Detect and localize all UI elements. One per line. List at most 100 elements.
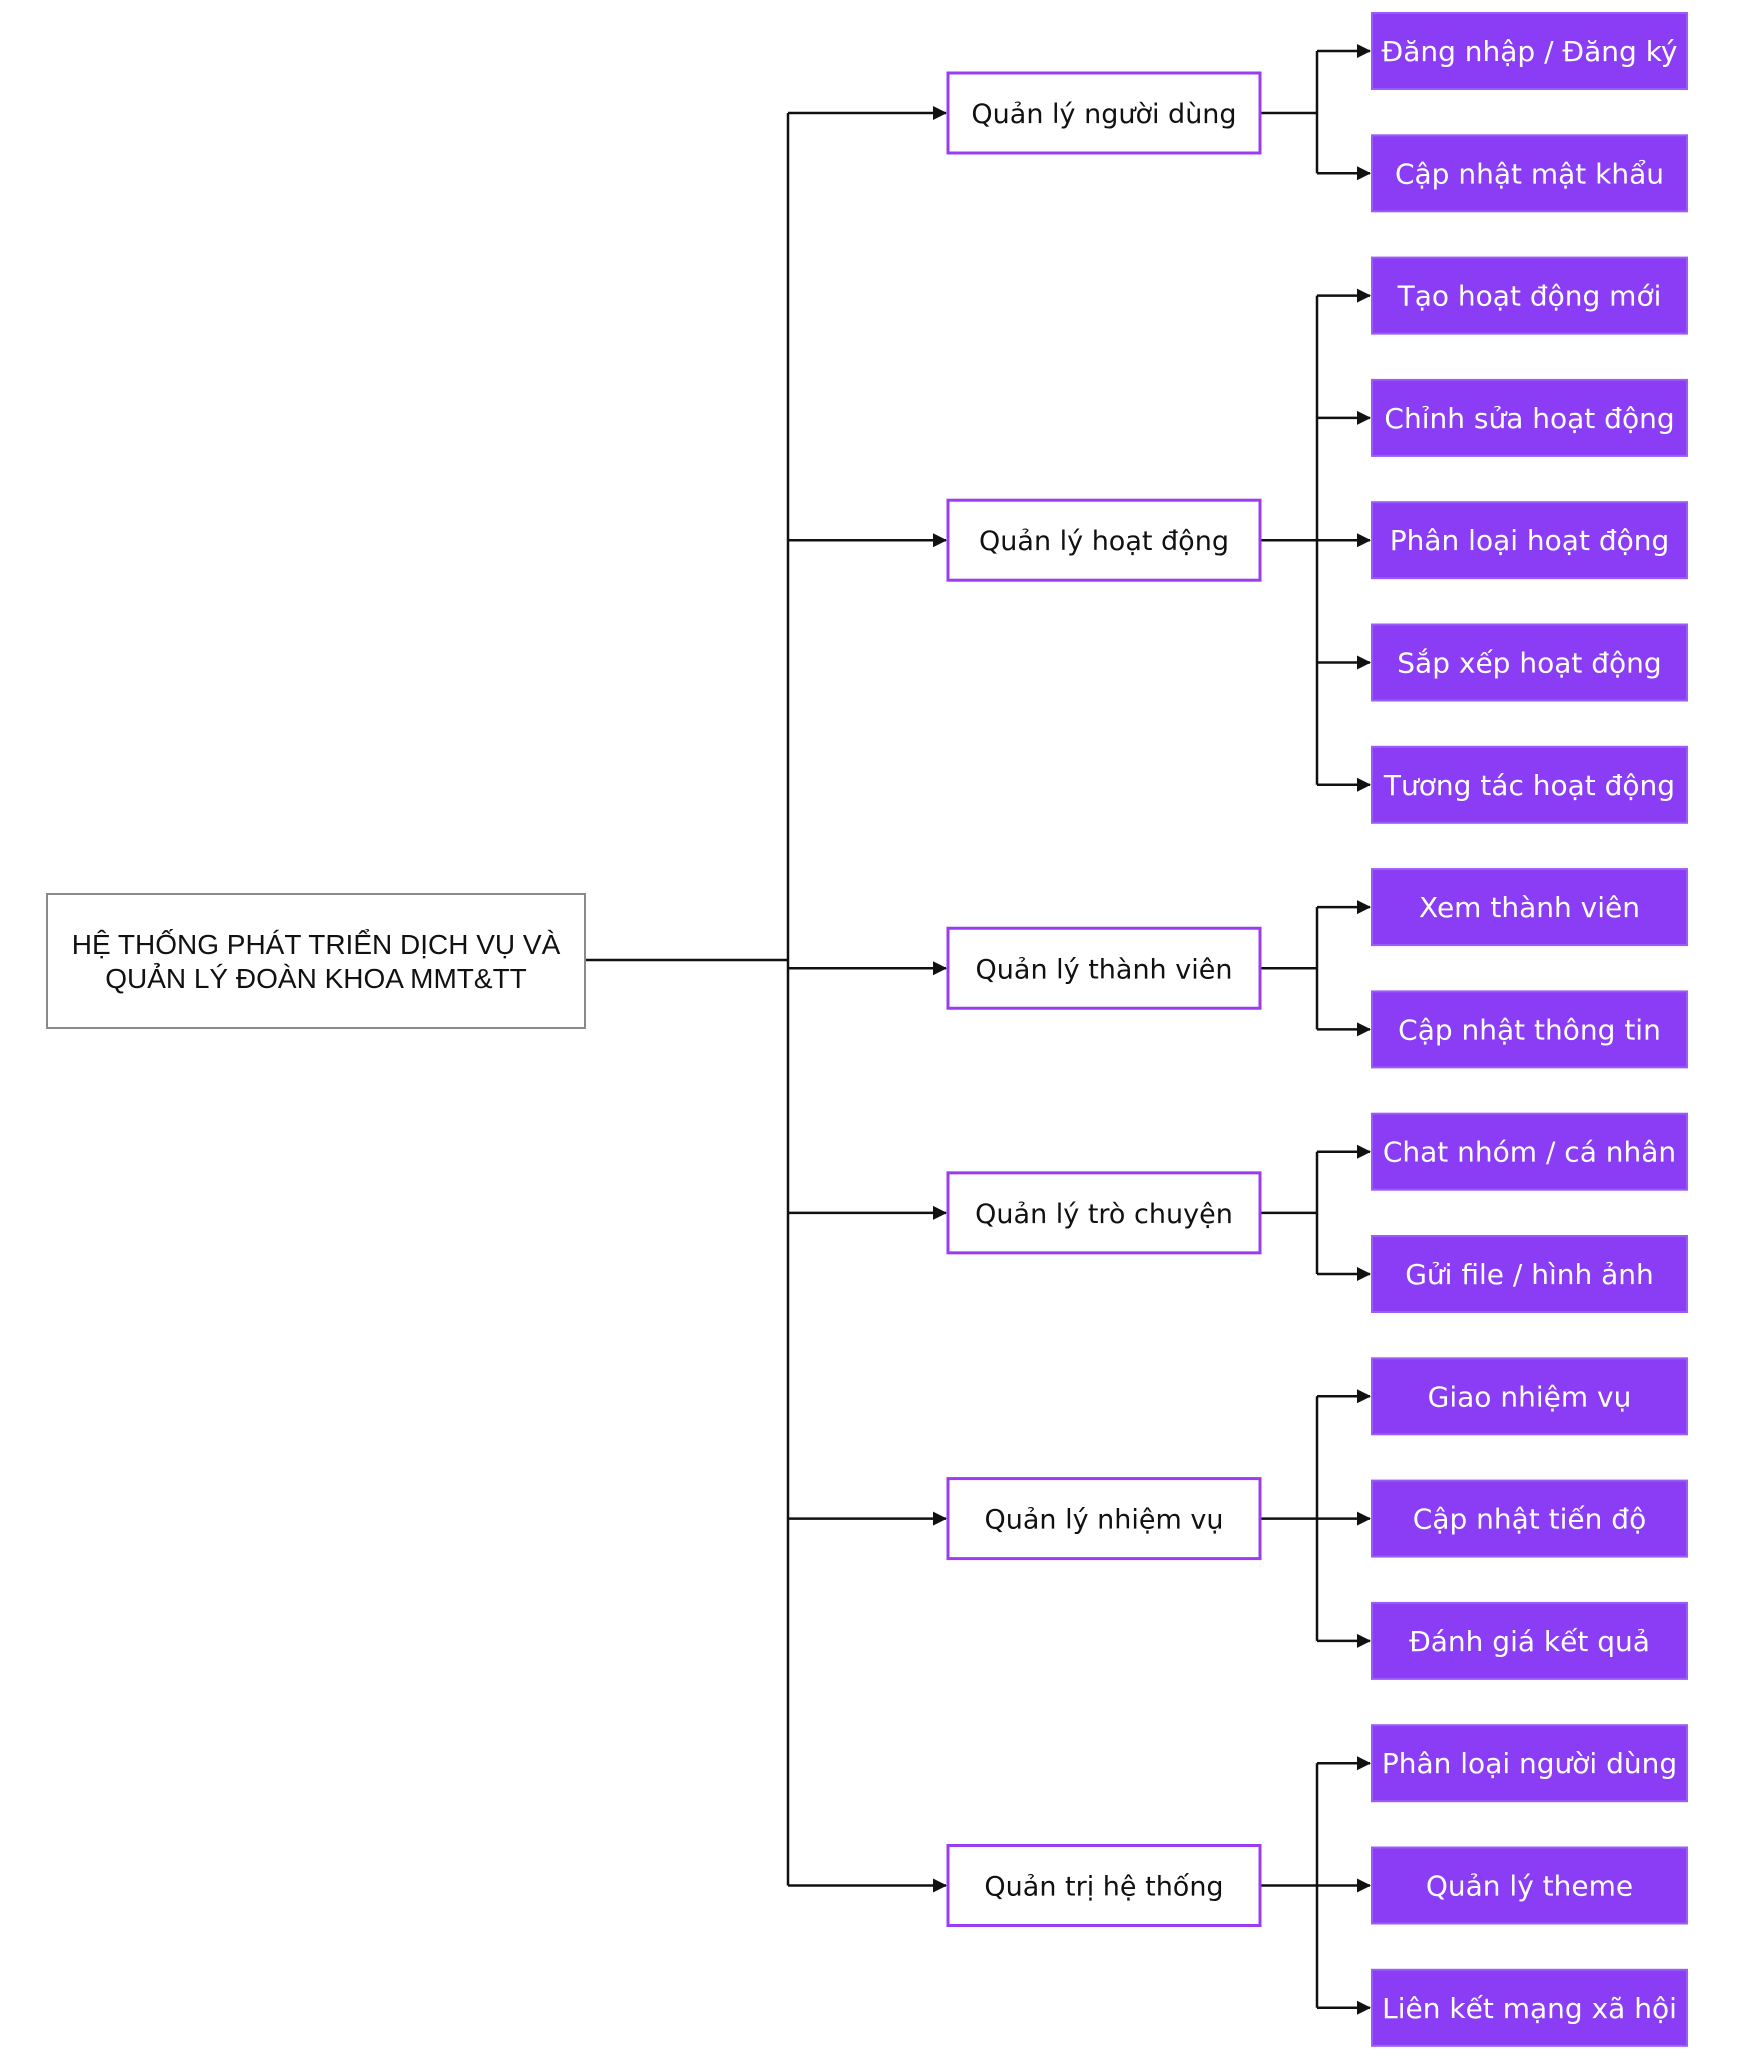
module-arrowhead bbox=[933, 1511, 947, 1526]
feature-node: Đăng nhập / Đăng ký bbox=[1371, 12, 1688, 90]
feature-node: Cập nhật mật khẩu bbox=[1371, 134, 1688, 213]
feature-arrowhead bbox=[1357, 288, 1371, 303]
feature-nodes: Đăng nhập / Đăng ký Cập nhật mật khẩuTạo … bbox=[1371, 12, 1688, 2047]
feature-box bbox=[1371, 1357, 1688, 1436]
module-box bbox=[946, 1477, 1262, 1561]
feature-node: Gửi file / hình ảnh bbox=[1371, 1235, 1688, 1313]
feature-box bbox=[1371, 745, 1688, 824]
module-node: Quản lý người dùng bbox=[946, 71, 1262, 155]
feature-label: Cập nhật thông tin bbox=[1398, 1013, 1661, 1046]
feature-arrowhead bbox=[1357, 1144, 1371, 1159]
module-arrowhead bbox=[933, 533, 947, 548]
module-arrowhead bbox=[933, 106, 947, 120]
feature-arrowhead bbox=[1357, 1878, 1371, 1893]
feature-label: Quản lý theme bbox=[1426, 1870, 1633, 1903]
module-box bbox=[946, 71, 1262, 155]
feature-arrowhead bbox=[1357, 533, 1371, 548]
feature-label: Sắp xếp hoạt động bbox=[1397, 647, 1661, 680]
feature-label: Chỉnh sửa hoạt động bbox=[1384, 402, 1674, 435]
feature-arrowhead bbox=[1357, 1511, 1371, 1526]
feature-label: Chat nhóm / cá nhân bbox=[1383, 1136, 1676, 1169]
feature-node: Liên kết mạng xã hội bbox=[1371, 1968, 1688, 2047]
module-label: Quản lý người dùng bbox=[971, 99, 1236, 130]
module-node: Quản lý thành viên bbox=[946, 926, 1262, 1010]
module-label: Quản trị hệ thống bbox=[984, 1872, 1223, 1903]
module-arrowhead bbox=[933, 1205, 947, 1220]
feature-box bbox=[1371, 990, 1688, 1069]
feature-arrowhead bbox=[1357, 1633, 1371, 1648]
module-label: Quản lý trò chuyện bbox=[975, 1199, 1233, 1230]
module-box bbox=[946, 1844, 1262, 1927]
feature-arrowhead bbox=[1357, 410, 1371, 425]
module-box bbox=[946, 926, 1262, 1010]
feature-node: Cập nhật thông tin bbox=[1371, 990, 1688, 1069]
module-arrowhead bbox=[933, 1878, 947, 1893]
feature-box bbox=[1371, 868, 1688, 947]
feature-label: Liên kết mạng xã hội bbox=[1382, 1992, 1677, 2025]
feature-box bbox=[1371, 1968, 1688, 2047]
feature-label: Đánh giá kết quả bbox=[1409, 1625, 1650, 1658]
feature-label: Tương tác hoạt động bbox=[1383, 769, 1675, 802]
feature-node: Phân loại hoạt động bbox=[1371, 501, 1688, 580]
feature-label: Xem thành viên bbox=[1419, 891, 1640, 924]
feature-node: Đánh giá kết quả bbox=[1371, 1601, 1688, 1680]
feature-box bbox=[1371, 623, 1688, 702]
module-box bbox=[946, 498, 1262, 582]
feature-box bbox=[1371, 378, 1688, 457]
feature-node: Chỉnh sửa hoạt động bbox=[1371, 378, 1688, 457]
feature-arrowhead bbox=[1357, 44, 1371, 58]
feature-node: Chat nhóm / cá nhân bbox=[1371, 1112, 1688, 1191]
feature-node: Cập nhật tiến độ bbox=[1371, 1479, 1688, 1558]
feature-arrowhead bbox=[1357, 2000, 1371, 2015]
feature-box bbox=[1371, 1479, 1688, 1558]
feature-label: Cập nhật tiến độ bbox=[1413, 1503, 1646, 1536]
feature-box bbox=[1371, 256, 1688, 335]
feature-label: Tạo hoạt động mới bbox=[1397, 280, 1662, 313]
feature-arrowhead bbox=[1357, 1389, 1371, 1404]
feature-box bbox=[1371, 1846, 1688, 1925]
feature-box bbox=[1371, 1601, 1688, 1680]
feature-box bbox=[1371, 501, 1688, 580]
feature-label: Cập nhật mật khẩu bbox=[1395, 157, 1664, 190]
module-node: Quản trị hệ thống bbox=[946, 1844, 1262, 1927]
feature-node: Tương tác hoạt động bbox=[1371, 745, 1688, 824]
feature-label: Phân loại hoạt động bbox=[1390, 524, 1670, 557]
feature-arrowhead bbox=[1357, 1267, 1371, 1281]
feature-box bbox=[1371, 1112, 1688, 1191]
feature-arrowhead bbox=[1357, 655, 1371, 670]
root-box bbox=[46, 893, 586, 1029]
feature-box bbox=[1371, 134, 1688, 213]
feature-label: Gửi file / hình ảnh bbox=[1405, 1258, 1654, 1291]
feature-label: Giao nhiệm vụ bbox=[1428, 1380, 1632, 1413]
feature-arrowhead bbox=[1357, 900, 1371, 915]
feature-arrowhead bbox=[1357, 1756, 1371, 1771]
root-title-line-1: HỆ THỐNG PHÁT TRIỂN DỊCH VỤ VÀ bbox=[72, 928, 561, 960]
module-node: Quản lý trò chuyện bbox=[946, 1171, 1262, 1255]
feature-node: Quản lý theme bbox=[1371, 1846, 1688, 1925]
feature-node: Xem thành viên bbox=[1371, 868, 1688, 947]
feature-label: Phân loại người dùng bbox=[1382, 1747, 1677, 1780]
module-label: Quản lý thành viên bbox=[976, 954, 1233, 985]
feature-node: Phân loại người dùng bbox=[1371, 1724, 1688, 1803]
module-box bbox=[946, 1171, 1262, 1255]
feature-box bbox=[1371, 12, 1688, 90]
feature-node: Giao nhiệm vụ bbox=[1371, 1357, 1688, 1436]
connector-lines bbox=[585, 44, 1371, 2015]
root-node: HỆ THỐNG PHÁT TRIỂN DỊCH VỤ VÀ QUẢN LÝ Đ… bbox=[46, 893, 586, 1029]
module-node: Quản lý nhiệm vụ bbox=[946, 1477, 1262, 1561]
module-arrowhead bbox=[933, 961, 947, 976]
module-label: Quản lý hoạt động bbox=[979, 526, 1229, 557]
feature-arrowhead bbox=[1357, 777, 1371, 792]
feature-arrowhead bbox=[1357, 166, 1371, 181]
feature-arrowhead bbox=[1357, 1022, 1371, 1037]
feature-box bbox=[1371, 1724, 1688, 1803]
feature-box bbox=[1371, 1235, 1688, 1313]
root-title-line-2: QUẢN LÝ ĐOÀN KHOA MMT&TT bbox=[105, 962, 527, 994]
feature-node: Sắp xếp hoạt động bbox=[1371, 623, 1688, 702]
module-label: Quản lý nhiệm vụ bbox=[985, 1505, 1224, 1536]
feature-node: Tạo hoạt động mới bbox=[1371, 256, 1688, 335]
module-node: Quản lý hoạt động bbox=[946, 498, 1262, 582]
feature-label: Đăng nhập / Đăng ký bbox=[1382, 35, 1678, 68]
